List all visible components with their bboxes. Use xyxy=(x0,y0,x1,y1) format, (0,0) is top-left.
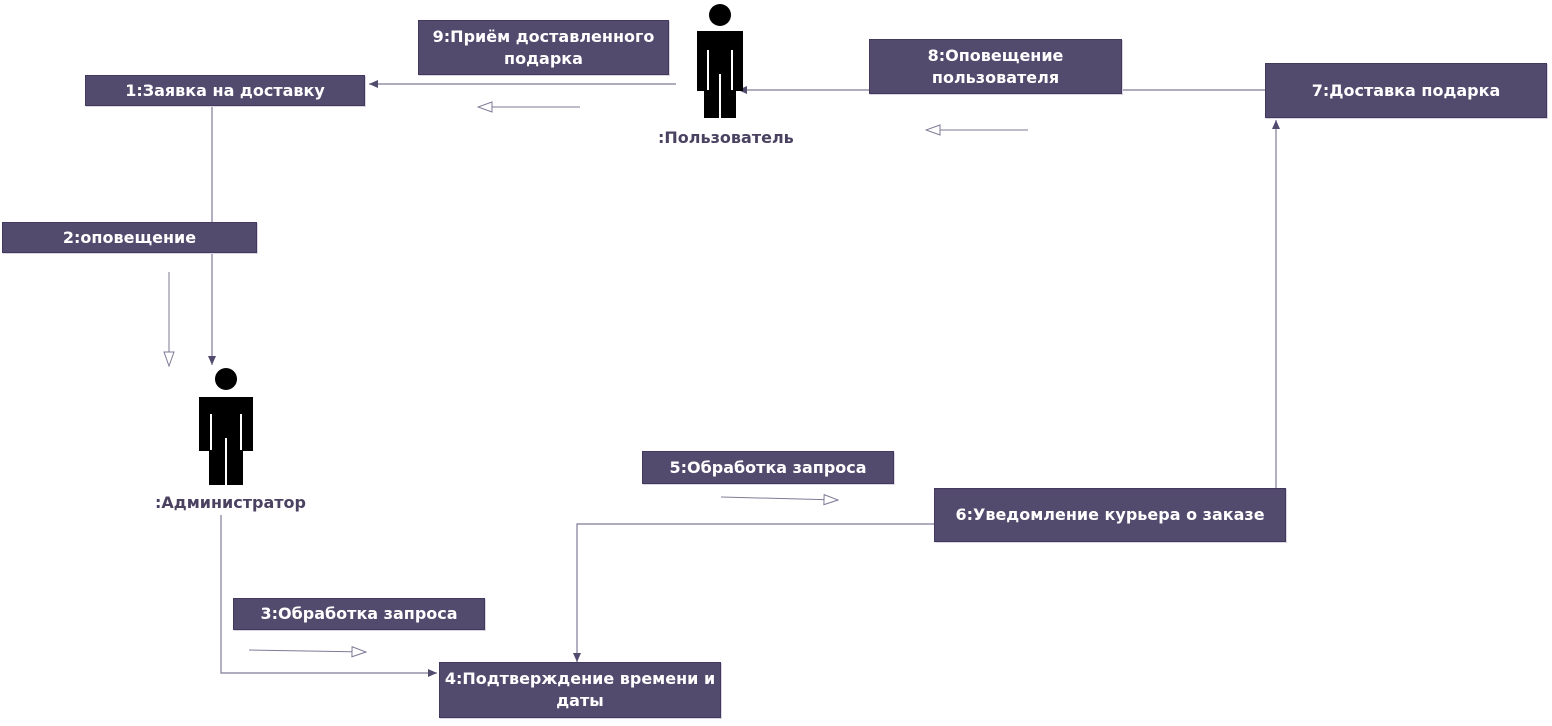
message-label-1: 1:Заявка на доставку xyxy=(125,80,325,100)
message-label-4: 4:Подтверждение времени и даты xyxy=(444,669,716,710)
message-box-7: 7:Доставка подарка xyxy=(1265,63,1547,118)
message-box-4: 4:Подтверждение времени и даты xyxy=(439,662,721,718)
message-box-1: 1:Заявка на доставку xyxy=(85,75,365,106)
message-box-9: 9:Приём доставленного подарка xyxy=(418,20,669,75)
actor-user-label: :Пользователь xyxy=(658,128,794,147)
message-label-9: 9:Приём доставленного подарка xyxy=(432,26,655,68)
message-label-7: 7:Доставка подарка xyxy=(1311,80,1501,100)
message-label-3: 3:Обработка запроса xyxy=(260,604,458,623)
link-admin-to-confirm xyxy=(220,515,437,677)
message-label-2: 2:оповещение xyxy=(62,227,197,247)
message-box-3: 3:Обработка запроса xyxy=(233,598,485,630)
message-box-2: 2:оповещение xyxy=(2,222,257,253)
message-box-6: 6:Уведомление курьера о заказе xyxy=(934,488,1286,542)
message-label-5: 5:Обработка запроса xyxy=(669,457,867,477)
message-box-8: 8:Оповещение пользователя xyxy=(869,39,1122,94)
message-label-8: 8:Оповещение пользователя xyxy=(927,45,1064,87)
actor-admin-label: :Администратор xyxy=(155,493,306,512)
message-box-5: 5:Обработка запроса xyxy=(642,451,894,484)
direction-arrow-3 xyxy=(248,650,366,652)
link-courier-to-confirm xyxy=(573,523,934,662)
message-label-6: 6:Уведомление курьера о заказе xyxy=(955,505,1265,524)
direction-arrow-5 xyxy=(720,497,838,500)
